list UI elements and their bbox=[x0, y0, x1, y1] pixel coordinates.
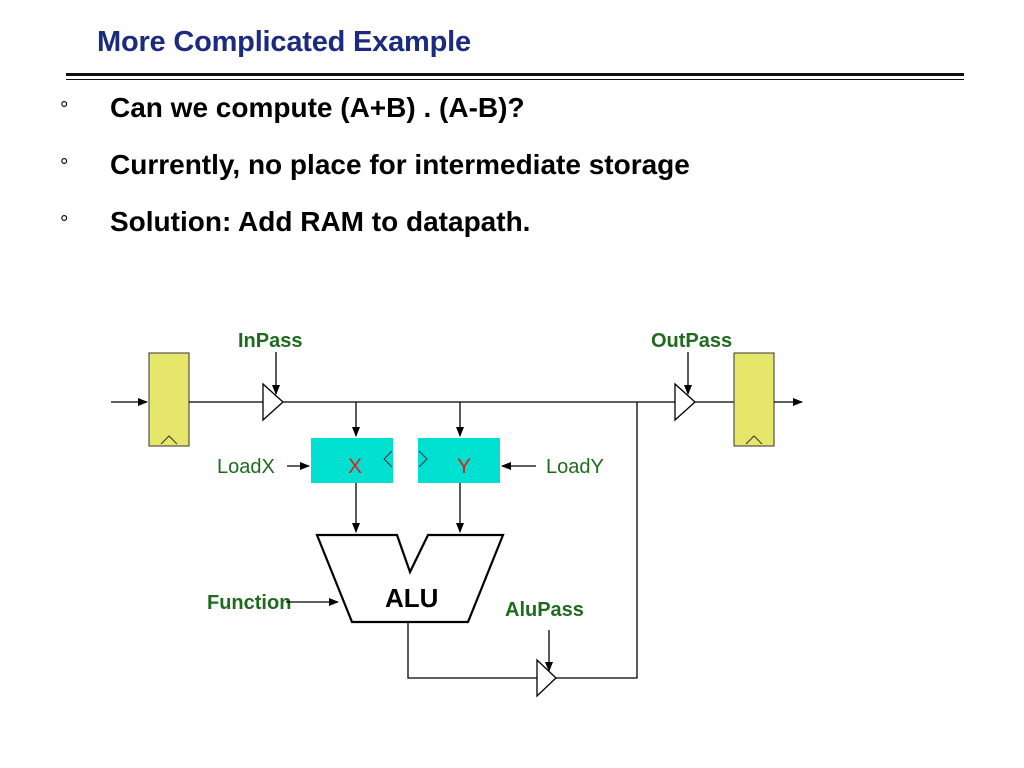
input-register-clock-icon bbox=[160, 435, 178, 445]
bullet-marker-2: ° bbox=[60, 155, 69, 178]
alupass-label: AluPass bbox=[505, 599, 584, 621]
x-register-clock-icon bbox=[383, 450, 393, 468]
input-register bbox=[148, 352, 190, 447]
loady-label: LoadY bbox=[546, 456, 604, 478]
inpass-buffer bbox=[262, 382, 284, 422]
bullet-text-1: Can we compute (A+B) . (A-B)? bbox=[110, 92, 525, 123]
function-label: Function bbox=[207, 592, 291, 614]
alu-block bbox=[315, 533, 505, 624]
y-register-clock-icon bbox=[418, 450, 428, 468]
alupass-to-bus-line bbox=[556, 402, 638, 679]
title-rule-thin bbox=[66, 79, 964, 80]
output-register-clock-icon bbox=[745, 435, 763, 445]
bullet-marker-3: ° bbox=[60, 212, 69, 235]
bullet-text-3: Solution: Add RAM to datapath. bbox=[110, 206, 531, 237]
outpass-buffer bbox=[674, 382, 696, 422]
loadx-label: LoadX bbox=[217, 456, 275, 478]
output-register bbox=[733, 352, 775, 447]
inpass-label: InPass bbox=[238, 330, 302, 352]
alu-label: ALU bbox=[385, 583, 438, 613]
y-register bbox=[418, 438, 500, 483]
title-rule-thick bbox=[66, 73, 964, 76]
x-register bbox=[311, 438, 393, 483]
bullet-marker-1: ° bbox=[60, 98, 69, 121]
bullet-text-2: Currently, no place for intermediate sto… bbox=[110, 149, 690, 180]
slide-title: More Complicated Example bbox=[97, 26, 471, 58]
x-register-label: X bbox=[348, 455, 362, 478]
alu-output-line bbox=[407, 622, 537, 679]
alupass-buffer bbox=[536, 658, 557, 698]
y-register-label: Y bbox=[457, 455, 471, 478]
outpass-label: OutPass bbox=[651, 330, 732, 352]
